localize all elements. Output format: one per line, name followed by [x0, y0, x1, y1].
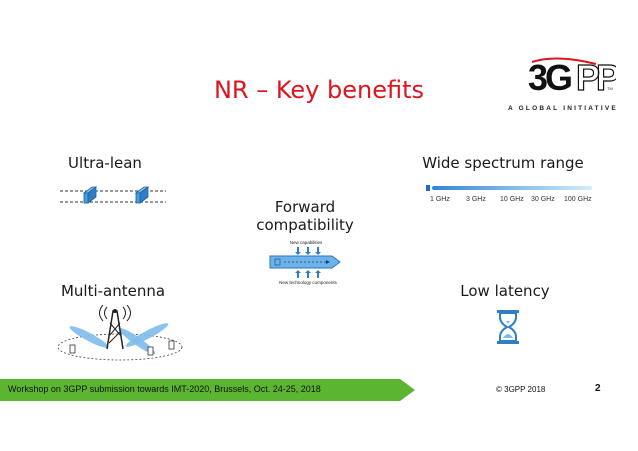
forward-compat-icon [269, 247, 341, 278]
ultra-lean-label: Ultra-lean [68, 154, 142, 172]
wide-spectrum-label: Wide spectrum range [422, 154, 584, 172]
hourglass-icon [497, 310, 519, 344]
slide-title: NR – Key benefits [213, 76, 425, 104]
footer-text: Workshop on 3GPP submission towards IMT-… [8, 384, 321, 394]
forward-compat-line1: Forward [274, 198, 336, 216]
multi-antenna-label: Multi-antenna [60, 282, 166, 300]
multi-antenna-icon [57, 305, 183, 361]
tick-label: 100 GHz [564, 196, 592, 203]
page-number: 2 [595, 383, 601, 394]
footer-bar [0, 379, 415, 401]
svg-text:3G: 3G [528, 57, 571, 98]
ultra-lean-icon [60, 186, 166, 204]
copyright: © 3GPP 2018 [496, 385, 546, 394]
logo-tagline: A GLOBAL INITIATIVE [508, 105, 618, 112]
new-capabilities-caption: New capabilities [289, 240, 323, 245]
tick-label: 30 GHz [531, 196, 555, 203]
forward-compat-label: Forward compatibility [240, 198, 370, 234]
tick-label: 1 GHz [430, 196, 450, 203]
spectrum-ticks: 1 GHz 3 GHz 10 GHz 30 GHz 100 GHz [430, 196, 595, 206]
tick-label: 3 GHz [466, 196, 486, 203]
spectrum-bar [426, 185, 592, 191]
new-technology-caption: New technology components [279, 280, 337, 285]
low-latency-label: Low latency [460, 282, 550, 300]
forward-compat-line2: compatibility [256, 216, 354, 234]
3gpp-logo: 3G PP [528, 56, 616, 98]
tick-label: 10 GHz [500, 196, 524, 203]
logo-tm: TM [607, 86, 613, 91]
